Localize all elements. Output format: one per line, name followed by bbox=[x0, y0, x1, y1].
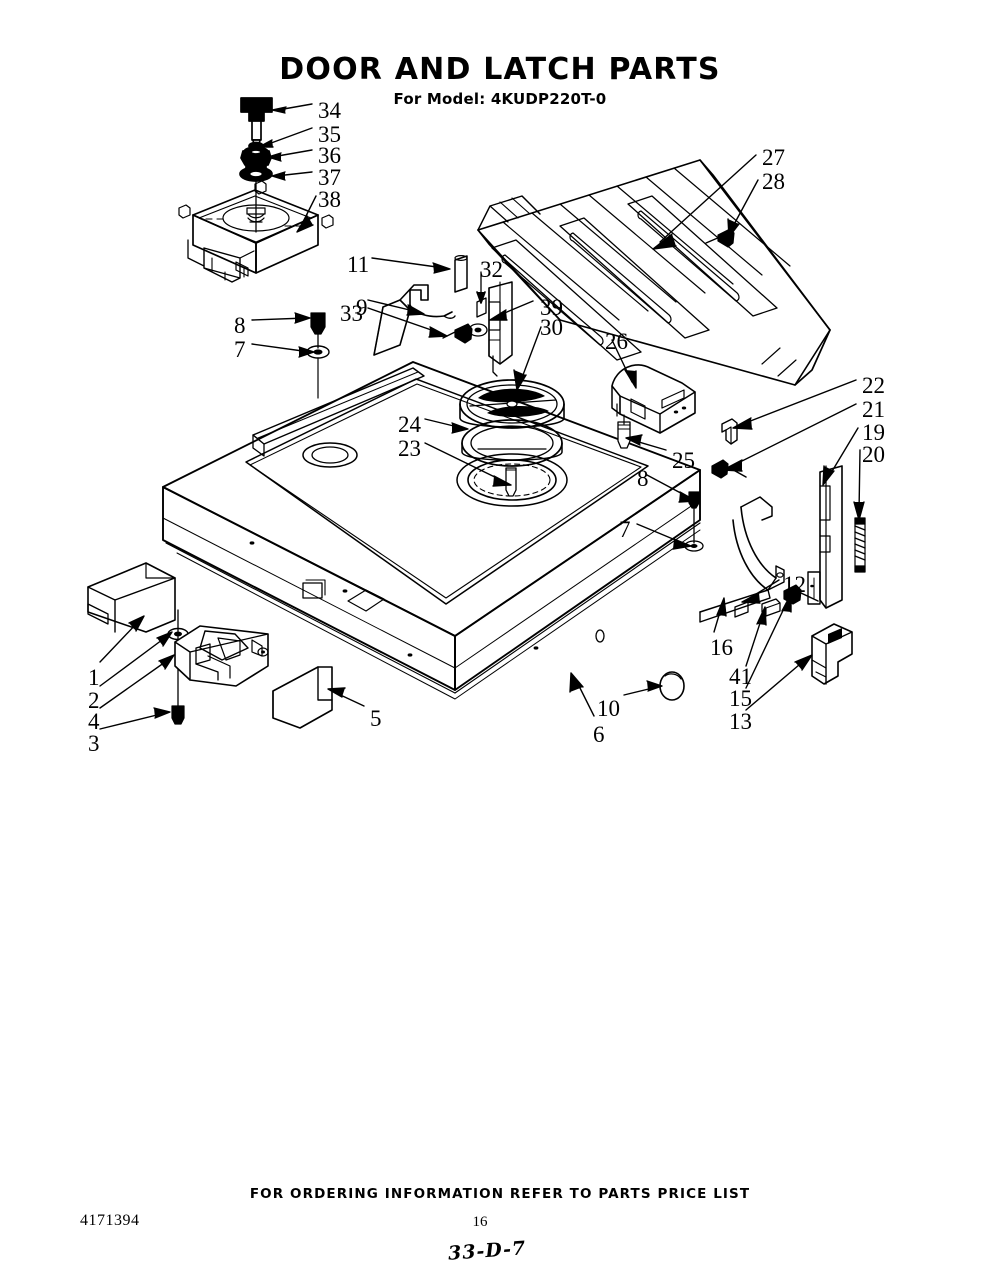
callout-number-11: 11 bbox=[347, 252, 370, 277]
callout-number-9: 9 bbox=[356, 295, 368, 320]
callout-number-30: 30 bbox=[540, 315, 563, 340]
callout-number-23: 23 bbox=[398, 436, 421, 461]
callout-number-13: 13 bbox=[729, 709, 752, 734]
callout-number-32: 32 bbox=[480, 257, 503, 282]
callout-number-1: 1 bbox=[88, 665, 100, 690]
callout-number-6: 6 bbox=[593, 722, 605, 747]
callout-number-25: 25 bbox=[672, 448, 695, 473]
plug-button-10 bbox=[659, 671, 685, 701]
callout-number-8: 8 bbox=[234, 313, 246, 338]
callout-number-38: 38 bbox=[318, 187, 341, 212]
callout-number-33: 33 bbox=[340, 301, 363, 326]
vent-rail-27 bbox=[477, 154, 831, 386]
callout-number-22: 22 bbox=[862, 373, 885, 398]
page-number: 16 bbox=[472, 1214, 488, 1230]
page-title: DOOR AND LATCH PARTS bbox=[279, 52, 721, 87]
callout-number-34: 34 bbox=[318, 98, 341, 123]
callout-number-8: 8 bbox=[637, 466, 649, 491]
footer-ordering-note: FOR ORDERING INFORMATION REFER TO PARTS … bbox=[249, 1186, 751, 1202]
callout-number-20: 20 bbox=[862, 442, 885, 467]
callout-number-24: 24 bbox=[398, 412, 421, 437]
publication-part-code: 4171394 bbox=[80, 1212, 140, 1229]
callout-number-21: 21 bbox=[862, 397, 885, 422]
callout-number-2: 2 bbox=[88, 688, 100, 713]
callout-number-27: 27 bbox=[762, 145, 785, 170]
callout-number-16: 16 bbox=[710, 635, 733, 660]
callout-number-36: 36 bbox=[318, 143, 341, 168]
callout-number-19: 19 bbox=[862, 420, 885, 445]
callout-number-15: 15 bbox=[729, 686, 752, 711]
bottom-left-parts bbox=[87, 562, 333, 729]
callout-number-28: 28 bbox=[762, 169, 785, 194]
door-panel-6 bbox=[162, 361, 701, 700]
fastener-8-7-right bbox=[684, 491, 704, 552]
callout-number-3: 3 bbox=[88, 731, 100, 756]
detail-assembly-34-38 bbox=[178, 97, 334, 283]
callout-number-10: 10 bbox=[597, 696, 620, 721]
leader-lines bbox=[99, 257, 865, 730]
callout-number-7: 7 bbox=[619, 517, 631, 542]
callout-number-35: 35 bbox=[318, 122, 341, 147]
latch-assembly-26 bbox=[611, 364, 696, 449]
callout-number-7: 7 bbox=[234, 337, 246, 362]
callout-number-12: 12 bbox=[783, 572, 806, 597]
model-subtitle: For Model: 4KUDP220T-0 bbox=[393, 90, 607, 108]
callout-number-37: 37 bbox=[318, 165, 341, 190]
fastener-8-7-left bbox=[306, 312, 330, 399]
callout-number-26: 26 bbox=[605, 329, 628, 354]
callout-number-4: 4 bbox=[88, 709, 100, 734]
callout-number-39: 39 bbox=[540, 295, 563, 320]
right-side-parts bbox=[699, 418, 866, 685]
callout-number-5: 5 bbox=[370, 706, 382, 731]
callout-number-41: 41 bbox=[729, 664, 752, 689]
